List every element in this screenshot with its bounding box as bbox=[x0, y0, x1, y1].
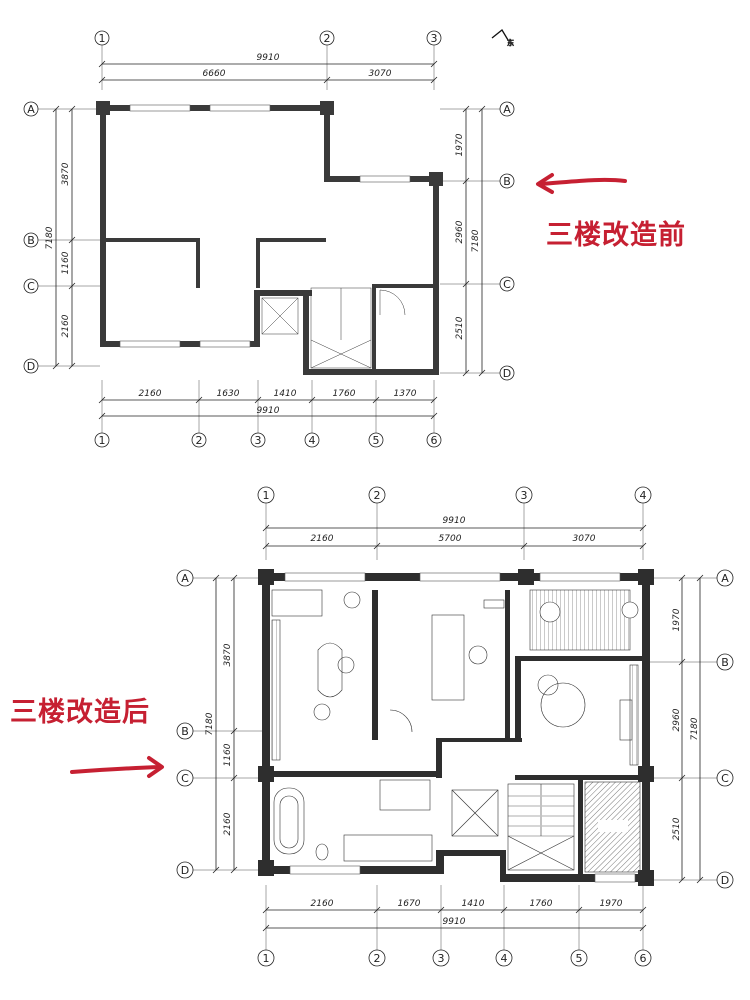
axis-text: 1 bbox=[263, 489, 270, 502]
axis-text: 4 bbox=[309, 434, 316, 447]
axis-text: A bbox=[503, 103, 511, 116]
label-before: 三楼改造前 bbox=[546, 220, 686, 251]
axis-text: A bbox=[181, 572, 189, 585]
axis-text: 2 bbox=[374, 489, 381, 502]
dim-text: 1160 bbox=[223, 743, 233, 766]
axis-text: D bbox=[721, 874, 729, 887]
dim-text: 3070 bbox=[369, 69, 392, 79]
red-arrows bbox=[70, 173, 627, 778]
dim-text: 1970 bbox=[455, 133, 465, 156]
arrow-right-icon bbox=[70, 756, 164, 778]
before-windows bbox=[119, 104, 411, 348]
dim-text: 2160 bbox=[61, 314, 71, 337]
after-windows bbox=[284, 572, 636, 883]
axis-text: 3 bbox=[255, 434, 262, 447]
axis-text: C bbox=[27, 280, 35, 293]
dim-text: 3870 bbox=[61, 162, 71, 185]
axis-text: B bbox=[503, 175, 511, 188]
before-left-axes bbox=[23, 101, 100, 374]
axis-text: B bbox=[27, 234, 35, 247]
axis-text: C bbox=[721, 772, 729, 785]
axis-text: 4 bbox=[640, 489, 647, 502]
after-left-axes bbox=[176, 569, 262, 879]
dim-text: 2510 bbox=[455, 316, 465, 339]
dim-text: 9910 bbox=[257, 53, 280, 63]
axis-text: 6 bbox=[431, 434, 438, 447]
dim-text: 2960 bbox=[672, 708, 682, 731]
axis-text: B bbox=[181, 725, 189, 738]
axis-text: 2 bbox=[374, 952, 381, 965]
dim-text: 1410 bbox=[274, 389, 297, 399]
axis-text: 3 bbox=[438, 952, 445, 965]
before-stairs bbox=[261, 287, 406, 369]
dim-text: 5700 bbox=[439, 534, 462, 544]
dim-text: 1370 bbox=[394, 389, 417, 399]
dim-text: 3870 bbox=[223, 643, 233, 666]
plan-before: 东 bbox=[23, 29, 515, 448]
axis-text: 3 bbox=[521, 489, 528, 502]
dim-text: 1410 bbox=[462, 899, 485, 909]
axis-text: 5 bbox=[373, 434, 380, 447]
dim-text: 9910 bbox=[257, 406, 280, 416]
dim-text: 1670 bbox=[398, 899, 421, 909]
dim-text: 1970 bbox=[672, 608, 682, 631]
after-bottom-axes bbox=[257, 885, 652, 967]
dim-text: 2160 bbox=[139, 389, 162, 399]
dim-text: 7180 bbox=[45, 226, 55, 249]
dim-text: 7180 bbox=[471, 229, 481, 252]
dim-text: 1760 bbox=[333, 389, 356, 399]
before-right-axes bbox=[440, 101, 515, 381]
before-bottom-axes bbox=[94, 380, 442, 448]
dim-text: 1160 bbox=[61, 251, 71, 274]
dim-text: 6660 bbox=[203, 69, 226, 79]
axis-text: 2 bbox=[324, 32, 331, 45]
axis-text: A bbox=[721, 572, 729, 585]
dim-text: 2160 bbox=[311, 899, 334, 909]
dim-text: 7180 bbox=[205, 712, 215, 735]
axis-text: 1 bbox=[99, 32, 106, 45]
dim-text: 2160 bbox=[223, 812, 233, 835]
axis-text: D bbox=[503, 367, 511, 380]
dim-text: 2960 bbox=[455, 220, 465, 243]
axis-text: 3 bbox=[431, 32, 438, 45]
dim-text: 1630 bbox=[217, 389, 240, 399]
after-furniture bbox=[271, 589, 641, 873]
axis-text: D bbox=[27, 360, 35, 373]
dim-text: 7180 bbox=[690, 717, 700, 740]
axis-text: C bbox=[503, 278, 511, 291]
plan-after bbox=[176, 486, 734, 967]
axis-text: A bbox=[27, 103, 35, 116]
dim-text: 9910 bbox=[443, 917, 466, 927]
axis-text: 6 bbox=[640, 952, 647, 965]
axis-text: B bbox=[721, 656, 729, 669]
dim-text: 2510 bbox=[672, 817, 682, 840]
after-top-axes bbox=[257, 486, 652, 560]
axis-text: 1 bbox=[99, 434, 106, 447]
axis-text: D bbox=[181, 864, 189, 877]
svg-text:东: 东 bbox=[507, 38, 514, 47]
dim-text: 9910 bbox=[443, 516, 466, 526]
before-top-axes bbox=[94, 30, 442, 90]
label-after: 三楼改造后 bbox=[10, 697, 150, 728]
arrow-left-icon bbox=[536, 173, 627, 194]
dim-text: 2160 bbox=[311, 534, 334, 544]
axis-text: 1 bbox=[263, 952, 270, 965]
axis-text: 2 bbox=[196, 434, 203, 447]
axis-text: C bbox=[181, 772, 189, 785]
axis-text: 4 bbox=[501, 952, 508, 965]
dimension-labels: 9910 6660 3070 1 2 3 A B C D 7180 3870 1… bbox=[27, 32, 729, 965]
dim-text: 1970 bbox=[600, 899, 623, 909]
axis-text: 5 bbox=[576, 952, 583, 965]
after-right-axes bbox=[650, 569, 734, 889]
dim-text: 1760 bbox=[530, 899, 553, 909]
dim-text: 3070 bbox=[573, 534, 596, 544]
compass-icon: 东 bbox=[491, 29, 514, 47]
